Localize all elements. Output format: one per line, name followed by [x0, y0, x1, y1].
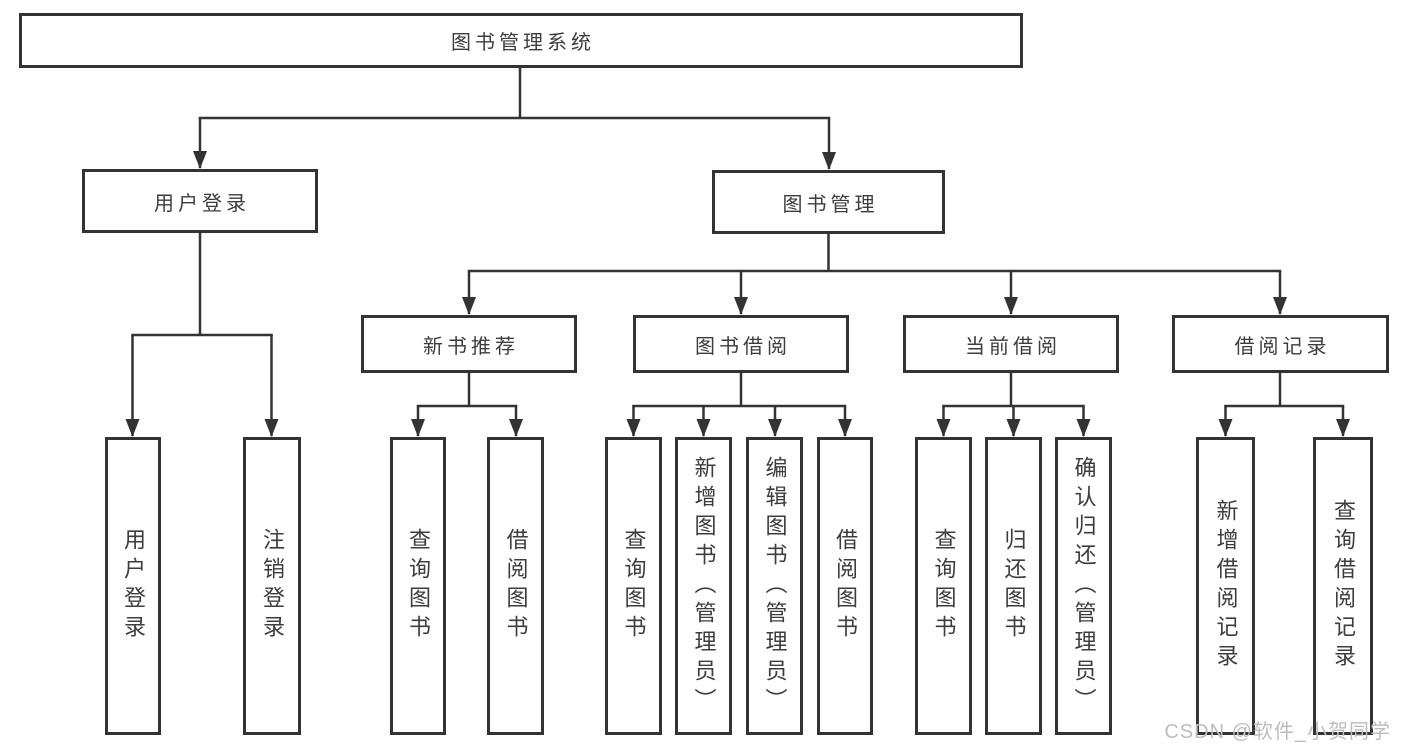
leaf-query-book-current: 查询图书 — [915, 437, 972, 735]
leaf-edit-book-admin-label: 编辑图书（管理员） — [762, 455, 788, 717]
node-book-management-label: 图书管理 — [782, 193, 879, 216]
leaf-logout-label: 注销登录 — [260, 528, 285, 644]
leaf-query-book-borrowing: 查询图书 — [605, 437, 662, 735]
leaf-return-book: 归还图书 — [985, 437, 1042, 735]
node-new-book-recommendation-label: 新书推荐 — [423, 335, 519, 358]
leaf-confirm-return-admin-label: 确认归还（管理员） — [1071, 455, 1097, 717]
leaf-query-book-recommend-label: 查询图书 — [406, 528, 431, 644]
leaf-edit-book-admin: 编辑图书（管理员） — [746, 437, 803, 735]
node-book-borrowing-label: 图书借阅 — [695, 335, 791, 358]
leaf-user-login: 用户登录 — [105, 437, 161, 735]
leaf-query-book-current-label: 查询图书 — [931, 528, 957, 644]
leaf-return-book-label: 归还图书 — [1001, 528, 1027, 644]
leaf-add-borrow-record-label: 新增借阅记录 — [1213, 499, 1239, 673]
node-current-borrowing: 当前借阅 — [903, 315, 1119, 373]
leaf-add-book-admin-label: 新增图书（管理员） — [691, 455, 717, 717]
node-book-borrowing: 图书借阅 — [633, 315, 849, 373]
leaf-add-book-admin: 新增图书（管理员） — [675, 437, 732, 735]
node-user-login-label: 用户登录 — [154, 192, 250, 215]
leaf-add-borrow-record: 新增借阅记录 — [1196, 437, 1255, 735]
node-root: 图书管理系统 — [19, 13, 1023, 68]
node-borrowing-records-label: 借阅记录 — [1234, 335, 1331, 358]
leaf-query-borrow-record: 查询借阅记录 — [1313, 437, 1373, 735]
leaf-user-login-label: 用户登录 — [121, 528, 146, 644]
leaf-borrow-book-recommend-label: 借阅图书 — [503, 528, 529, 644]
leaf-query-borrow-record-label: 查询借阅记录 — [1331, 499, 1356, 673]
node-new-book-recommendation: 新书推荐 — [361, 315, 577, 373]
node-user-login: 用户登录 — [82, 169, 318, 233]
leaf-query-book-recommend: 查询图书 — [390, 437, 446, 735]
node-book-management: 图书管理 — [712, 170, 945, 234]
leaf-confirm-return-admin: 确认归还（管理员） — [1055, 437, 1112, 735]
leaf-borrow-book-recommend: 借阅图书 — [487, 437, 544, 735]
node-root-label: 图书管理系统 — [451, 32, 595, 54]
node-borrowing-records: 借阅记录 — [1172, 315, 1389, 373]
leaf-borrow-book-borrowing-label: 借阅图书 — [833, 528, 858, 644]
leaf-borrow-book-borrowing: 借阅图书 — [817, 437, 873, 735]
leaf-logout: 注销登录 — [243, 437, 301, 735]
leaf-query-book-borrowing-label: 查询图书 — [621, 528, 647, 644]
watermark: CSDN @软件_小贺同学 — [1164, 721, 1391, 743]
node-current-borrowing-label: 当前借阅 — [965, 335, 1061, 358]
